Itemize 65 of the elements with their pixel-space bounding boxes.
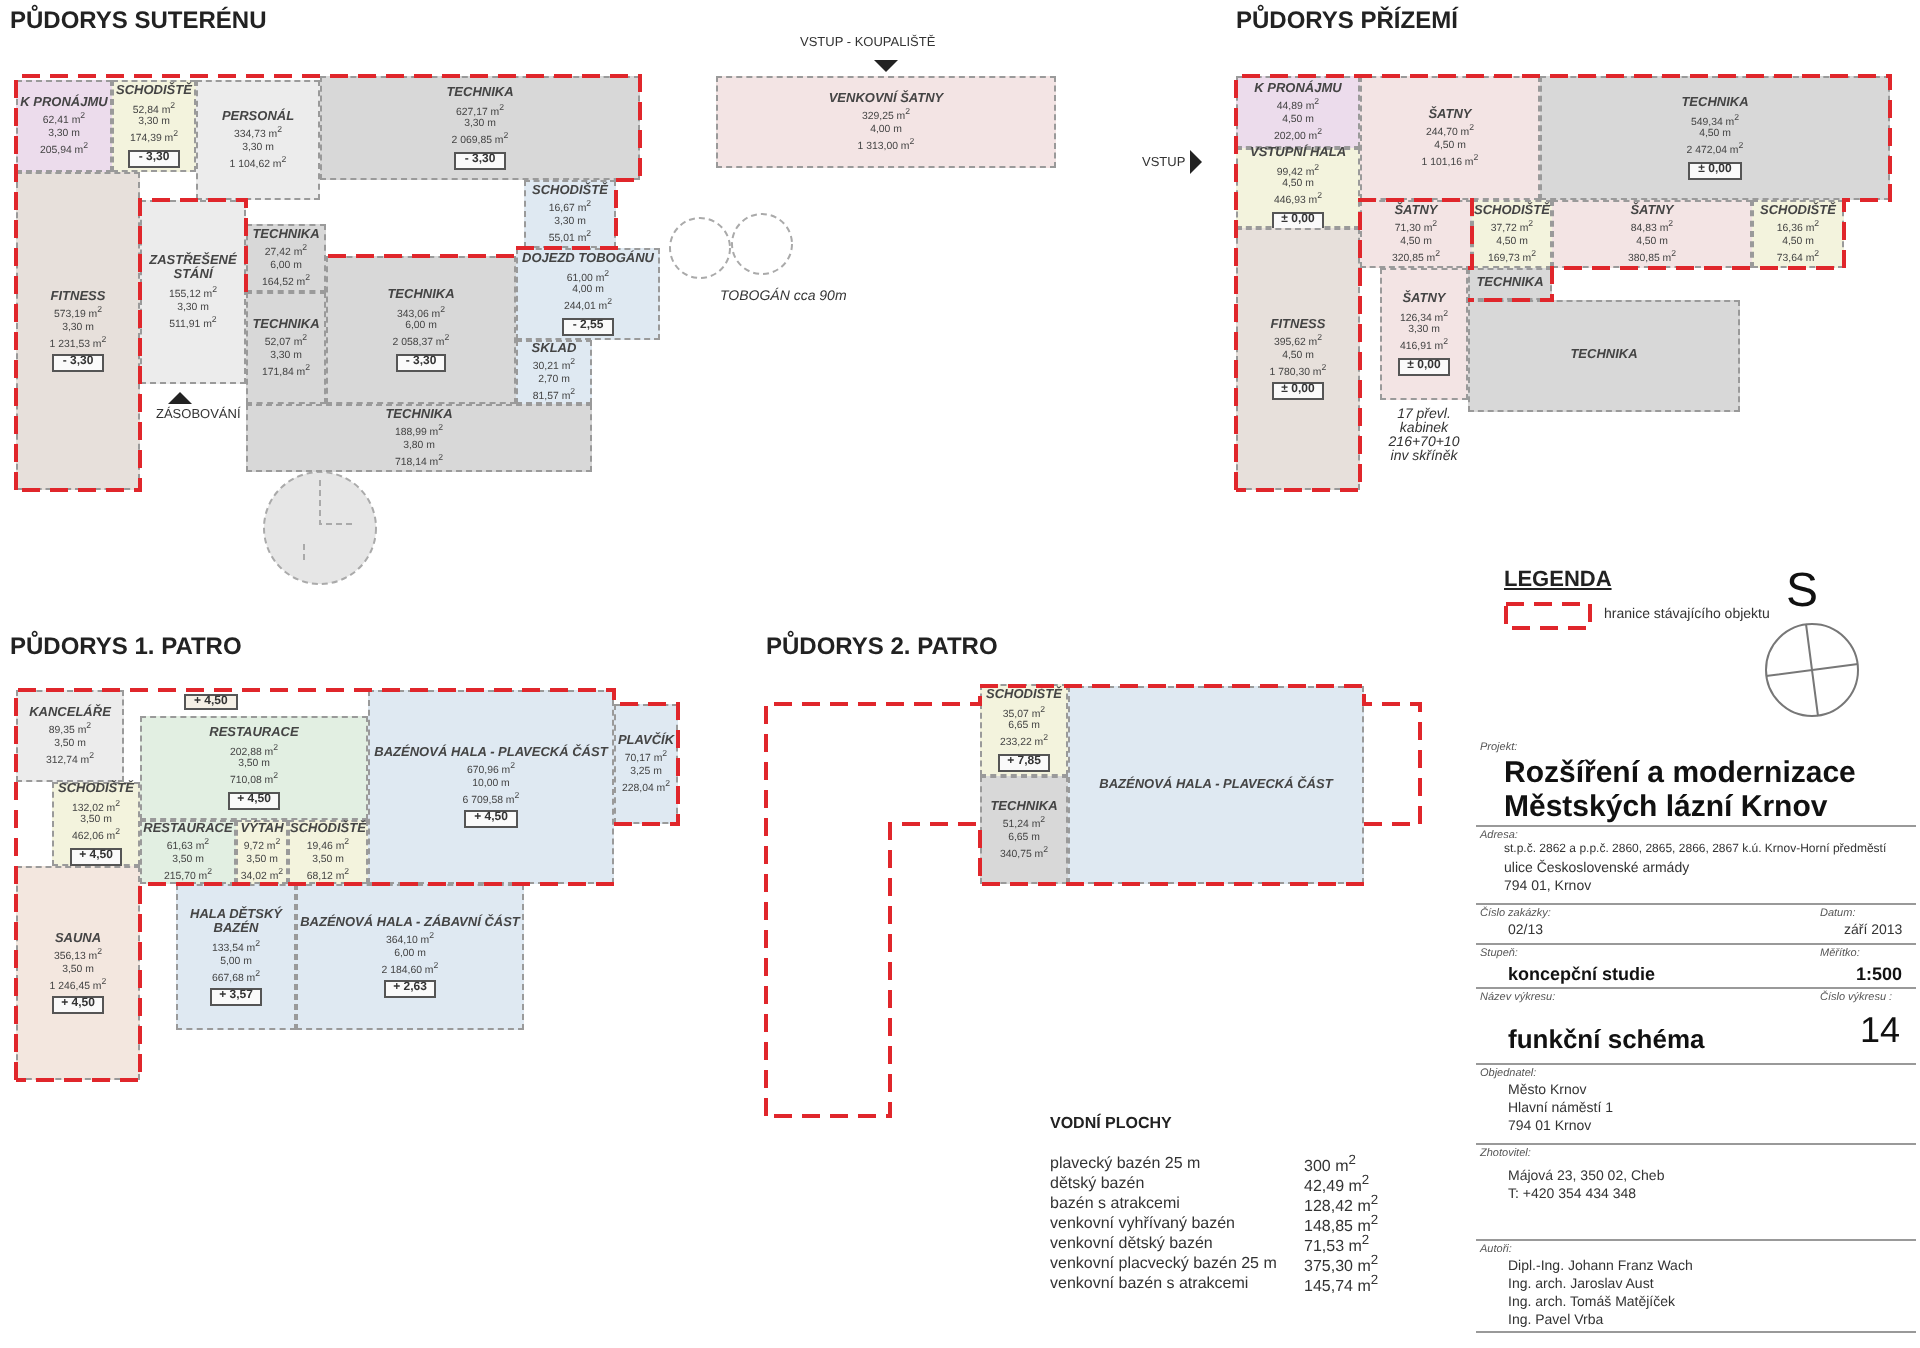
room-area <box>1068 686 1364 884</box>
room-area <box>176 884 296 1030</box>
plan-title: PŮDORYS PŘÍZEMÍ <box>1236 6 1458 34</box>
room-area <box>52 782 140 866</box>
plan-title: PŮDORYS SUTERÉNU <box>10 6 267 34</box>
room-area <box>980 776 1068 884</box>
room-area <box>16 690 124 782</box>
plan-title: PŮDORYS 2. PATRO <box>766 632 998 660</box>
room-area <box>1468 300 1740 412</box>
room-area <box>16 172 140 490</box>
room-area <box>1472 200 1552 268</box>
room-area <box>140 716 368 820</box>
room-area <box>1540 76 1890 200</box>
pool-area: 148,85 m$^{2}$ <box>1304 1214 1379 1236</box>
pool-name: dětský bazén <box>1050 1174 1145 1192</box>
table-title: VODNÍ PLOCHY <box>1050 1114 1172 1132</box>
room-area <box>1236 76 1360 148</box>
scale-text: 1:500 <box>1856 964 1903 984</box>
room-area <box>1552 200 1752 268</box>
pool-area: 145,74 m$^{2}$ <box>1304 1274 1379 1296</box>
room-area <box>614 704 678 824</box>
room-area <box>1236 228 1360 490</box>
pool-area: 128,42 m$^{2}$ <box>1304 1194 1379 1216</box>
room-area <box>112 80 196 172</box>
room-area <box>196 80 320 200</box>
pool-area: 375,30 m$^{2}$ <box>1304 1254 1379 1276</box>
room-area <box>516 248 660 340</box>
pool-name: bazén s atrakcemi <box>1050 1194 1180 1212</box>
room-area <box>980 684 1068 776</box>
room-area <box>1752 200 1844 268</box>
room-area <box>296 884 524 1030</box>
pool-area: 42,49 m$^{2}$ <box>1304 1174 1370 1196</box>
plan-title: PŮDORYS 1. PATRO <box>10 632 242 660</box>
legend-title: LEGENDA <box>1504 568 1612 592</box>
pool-name: venkovní dětský bazén <box>1050 1234 1213 1252</box>
drawing-title: funkční schéma <box>1508 1024 1705 1054</box>
pool-area: 300 m$^{2}$ <box>1304 1154 1356 1176</box>
room-area <box>16 866 140 1080</box>
room-area <box>236 820 288 884</box>
north-label: S <box>1786 564 1819 620</box>
pool-name: venkovní placvecký bazén 25 m <box>1050 1254 1277 1272</box>
pool-area: 71,53 m$^{2}$ <box>1304 1234 1370 1256</box>
room-area <box>524 180 616 248</box>
room-area <box>1236 148 1360 228</box>
room-area <box>1360 76 1540 200</box>
room-area <box>246 404 592 472</box>
stage-text: koncepční studie <box>1508 964 1656 984</box>
room-area <box>1468 268 1552 300</box>
pool-name: plavecký bazén 25 m <box>1050 1154 1201 1172</box>
room-area <box>368 690 614 884</box>
project-title: Rozšíření a modernizace Městských lázní Krnov <box>1504 756 1858 824</box>
room-area <box>716 76 1056 168</box>
room-area <box>16 80 112 172</box>
room-area <box>140 200 246 384</box>
pool-name: venkovní vyhřívaný bazén <box>1050 1214 1235 1232</box>
room-area <box>246 224 326 292</box>
room-area <box>140 820 236 884</box>
room-area <box>320 76 640 180</box>
drawing-number: 14 <box>1860 1010 1901 1052</box>
room-area <box>326 256 516 404</box>
pool-name: venkovní bazén s atrakcemi <box>1050 1274 1249 1292</box>
room-area <box>1360 200 1472 268</box>
room-area <box>288 820 368 884</box>
room-area <box>246 292 326 404</box>
room-area <box>516 340 592 404</box>
